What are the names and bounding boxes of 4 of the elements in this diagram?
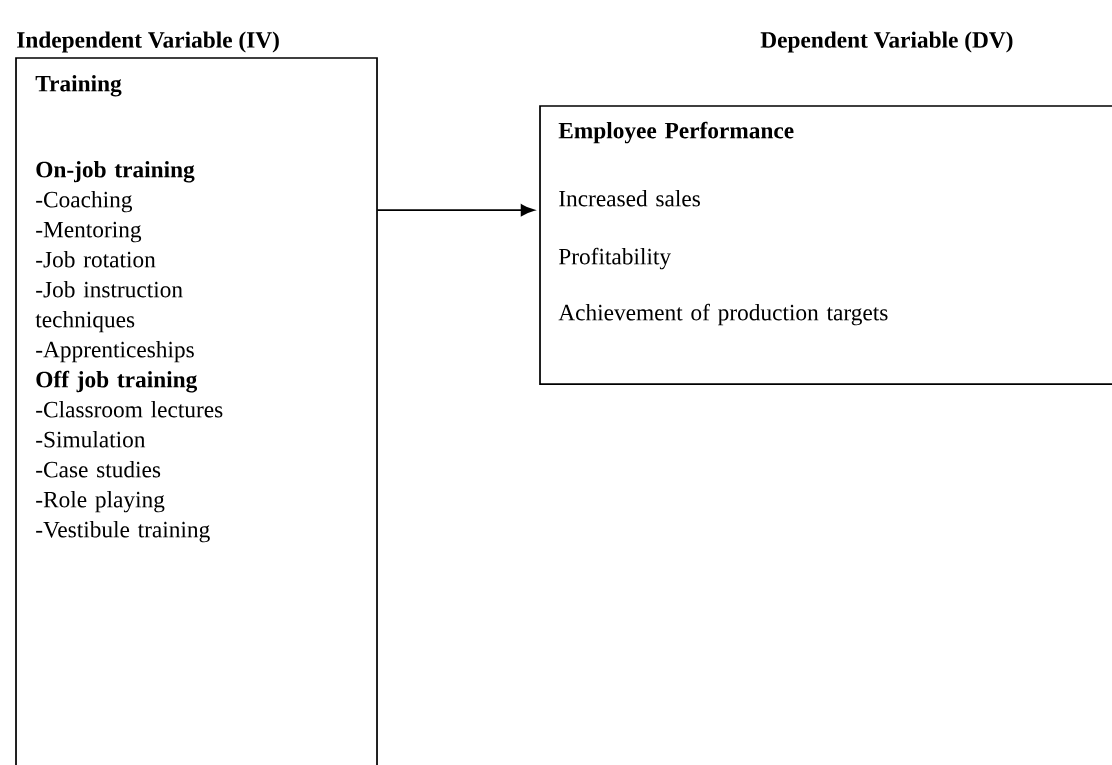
heading: Dependent Variable (DV) (760, 31, 1013, 53)
arrow (376, 204, 535, 217)
text-box: Employee Performance Increased sales Profitability Achievement of production targets (539, 105, 1112, 385)
text-box: Training On-job training -Coaching -Mentoring -Job rotation -Job instruction techniques -Apprenticeships Off job training -Classroom lectures -Simulation -Case studies -Role playing -Vestibule training (15, 57, 378, 765)
